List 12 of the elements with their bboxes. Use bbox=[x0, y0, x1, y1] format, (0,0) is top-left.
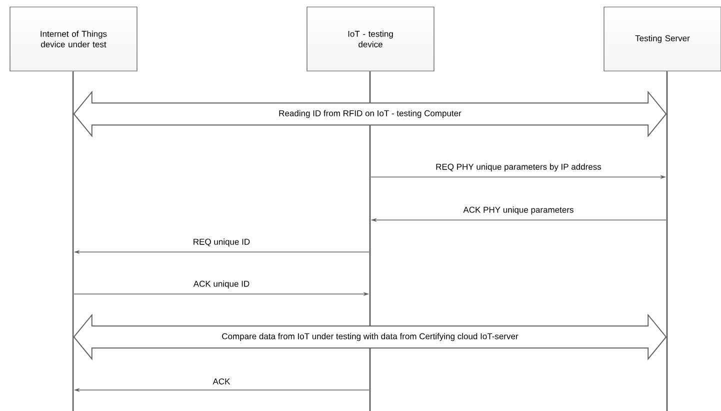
edge-label: Reading ID from RFID on IoT - testing Computer bbox=[279, 110, 462, 118]
block-arrow bbox=[73, 314, 667, 360]
edge-label: ACK bbox=[212, 378, 230, 384]
participant-box: Testing Server bbox=[604, 6, 721, 72]
participant-box: Internet of Things device under test bbox=[10, 6, 138, 72]
edge-label: REQ PHY unique parameters by IP address bbox=[436, 164, 602, 172]
edge-label: ACK PHY unique parameters bbox=[463, 206, 574, 214]
edge-label: REQ unique ID bbox=[194, 238, 250, 246]
edge-label: ACK unique ID bbox=[193, 280, 250, 288]
edge-label: Compare data from IoT under testing with data from Certifying cloud IoT-server bbox=[222, 333, 518, 341]
participant-box: IoT - testing device bbox=[306, 6, 434, 72]
block-arrow bbox=[73, 90, 667, 138]
